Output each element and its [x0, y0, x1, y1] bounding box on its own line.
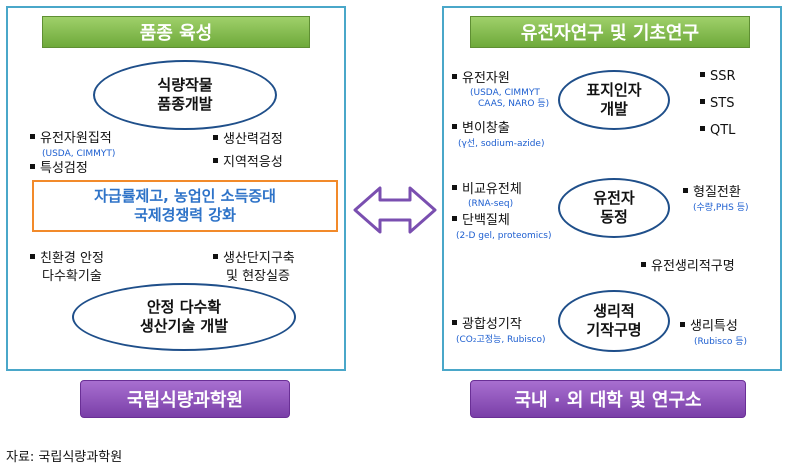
- bullet-icon: [452, 320, 457, 325]
- item-sub: (USDA, CIMMYT): [42, 149, 116, 159]
- marker-label: QTL: [710, 123, 736, 138]
- bullet-icon: [452, 74, 457, 79]
- item-production-complex: 생산단지구축: [213, 250, 295, 267]
- left-footer-label: 국립식량과학원: [80, 380, 290, 418]
- item-label: 유전자원집적: [40, 131, 112, 146]
- central-goal-box: 자급률제고, 농업인 소득증대 국제경쟁력 강화: [32, 180, 338, 232]
- node-label: 동정: [600, 208, 628, 226]
- bullet-icon: [30, 164, 35, 169]
- item-high-yield-tech: 다수확기술: [42, 269, 102, 284]
- item-genetic-resource-collection: 유전자원집적: [30, 130, 112, 147]
- node-label: 안정 다수확: [146, 298, 222, 316]
- item-physiological-trait: 생리특성: [680, 318, 738, 335]
- item-label: 단백질체: [462, 213, 510, 228]
- item-label: 유전생리적구명: [651, 259, 735, 274]
- node-stable-high-yield: 안정 다수확 생산기술 개발: [72, 283, 296, 351]
- item-sub: (CO₂고정능, Rubisco): [456, 335, 546, 345]
- bullet-icon: [452, 124, 457, 129]
- bullet-icon: [213, 135, 218, 140]
- goal-line: 국제경쟁력 강화: [134, 206, 236, 224]
- node-label: 품종개발: [157, 95, 213, 113]
- item-transformation: 형질전환: [683, 184, 741, 201]
- item-label: 유전자원: [462, 71, 510, 86]
- item-field-verification: 및 현장실증: [226, 269, 290, 284]
- item-label: 생산단지구축: [223, 251, 295, 266]
- marker-qtl: QTL: [700, 122, 735, 139]
- node-label: 개발: [600, 100, 628, 118]
- right-panel-title-text: 유전자연구 및 기초연구: [520, 23, 700, 44]
- node-label: 식량작물: [157, 76, 213, 94]
- item-sub: (2-D gel, proteomics): [456, 231, 552, 241]
- bullet-icon: [452, 185, 457, 190]
- item-trait-test: 특성검정: [30, 160, 88, 177]
- source-note: 자료: 국립식량과학원: [6, 450, 123, 465]
- node-label: 생리적: [593, 302, 635, 320]
- bullet-icon: [452, 216, 457, 221]
- node-gene-identification: 유전자 동정: [558, 178, 670, 238]
- item-sub: CAAS, NARO 등): [478, 99, 550, 109]
- bullet-icon: [641, 262, 646, 267]
- bullet-icon: [700, 72, 705, 77]
- bullet-icon: [700, 99, 705, 104]
- item-proteome: 단백질체: [452, 212, 510, 229]
- right-panel-title: 유전자연구 및 기초연구: [470, 16, 750, 48]
- marker-label: SSR: [710, 69, 736, 84]
- left-panel-title: 품종 육성: [42, 16, 310, 48]
- item-sub: (RNA-seq): [468, 199, 514, 209]
- node-label: 생산기술 개발: [139, 317, 229, 335]
- node-label: 기작구명: [586, 321, 642, 339]
- item-sub: (수량,PHS 등): [693, 203, 749, 213]
- item-label: 비교유전체: [462, 182, 522, 197]
- node-label: 유전자: [593, 189, 635, 207]
- bullet-icon: [683, 188, 688, 193]
- goal-line: 자급률제고, 농업인 소득증대: [94, 187, 276, 205]
- node-physiological-mechanism: 생리적 기작구명: [558, 290, 670, 352]
- item-sub: (USDA, CIMMYT: [470, 88, 540, 98]
- item-photosynthesis: 광합성기작: [452, 316, 522, 333]
- item-regional-adaptability: 지역적응성: [213, 154, 283, 171]
- bullet-icon: [213, 254, 218, 259]
- item-genetic-physiology: 유전생리적구명: [641, 258, 735, 275]
- item-label: 변이창출: [462, 121, 510, 136]
- marker-sts: STS: [700, 95, 734, 112]
- item-label: 생리특성: [690, 319, 738, 334]
- marker-label: STS: [710, 96, 735, 111]
- bullet-icon: [680, 322, 685, 327]
- item-eco-stable: 친환경 안정: [30, 250, 104, 267]
- item-label: 지역적응성: [223, 155, 283, 170]
- bullet-icon: [700, 126, 705, 131]
- bidirectional-arrow-icon: [353, 186, 437, 234]
- bullet-icon: [30, 134, 35, 139]
- item-sub: (Rubisco 등): [694, 337, 748, 347]
- item-productivity-test: 생산력검정: [213, 131, 283, 148]
- right-footer-label: 국내 · 외 대학 및 연구소: [470, 380, 746, 418]
- item-genetic-resource: 유전자원: [452, 70, 510, 87]
- bullet-icon: [30, 254, 35, 259]
- bullet-icon: [213, 158, 218, 163]
- item-label: 광합성기작: [462, 317, 522, 332]
- item-label: 특성검정: [40, 161, 88, 176]
- node-label: 표지인자: [586, 81, 642, 99]
- footer-text: 국립식량과학원: [127, 390, 243, 411]
- node-crop-variety-dev: 식량작물 품종개발: [93, 60, 277, 130]
- item-sub: (γ선, sodium-azide): [458, 139, 545, 149]
- left-panel-title-text: 품종 육성: [139, 23, 213, 44]
- item-label: 생산력검정: [223, 132, 283, 147]
- footer-text: 국내 · 외 대학 및 연구소: [514, 390, 702, 411]
- item-comparative-genome: 비교유전체: [452, 181, 522, 198]
- item-label: 형질전환: [693, 185, 741, 200]
- item-label: 친환경 안정: [40, 251, 104, 266]
- item-mutation: 변이창출: [452, 120, 510, 137]
- marker-ssr: SSR: [700, 68, 736, 85]
- node-marker-dev: 표지인자 개발: [558, 70, 670, 130]
